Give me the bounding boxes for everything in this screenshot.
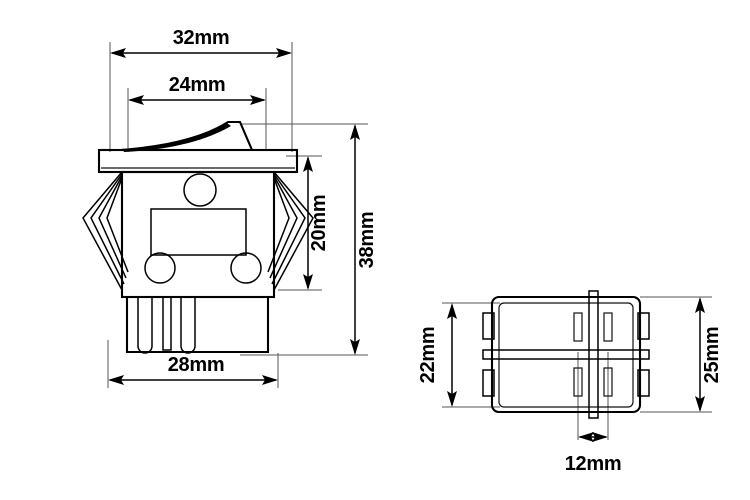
body-pad-top bbox=[183, 173, 217, 207]
mounting-clip-left bbox=[82, 171, 129, 291]
dimension-label-20mm: 20mm bbox=[308, 195, 330, 252]
dimension-label-12mm: 12mm bbox=[565, 453, 622, 475]
switch-body bbox=[120, 170, 276, 299]
dimension-28mm: 28mm bbox=[108, 354, 278, 385]
dimension-label-28mm: 28mm bbox=[168, 354, 225, 376]
dimension-label-25mm: 25mm bbox=[701, 327, 723, 384]
terminal-slot-bottom-left bbox=[573, 367, 583, 397]
bottom-view: 22mm 25mm 12mm bbox=[417, 290, 723, 475]
dimension-22mm: 22mm bbox=[417, 303, 457, 407]
mounting-clip-right bbox=[267, 171, 314, 291]
terminal-slot-top-right bbox=[603, 312, 613, 342]
terminal-slot-top-left bbox=[573, 312, 583, 342]
center-divider-vertical bbox=[588, 290, 599, 419]
dimension-label-32mm: 32mm bbox=[173, 27, 230, 49]
terminal-slot-bottom-right bbox=[603, 367, 613, 397]
rocker-actuator bbox=[120, 120, 254, 152]
extension-lines-24mm bbox=[127, 88, 267, 152]
mounting-tab-left-top bbox=[482, 312, 495, 340]
mounting-tab-right-bottom bbox=[637, 369, 650, 397]
body-window bbox=[150, 208, 247, 256]
dimension-24mm: 24mm bbox=[128, 74, 266, 105]
dimension-label-24mm: 24mm bbox=[169, 74, 226, 96]
mounting-tab-right-top bbox=[637, 312, 650, 340]
dimension-38mm: 38mm bbox=[350, 124, 378, 355]
terminal-housing bbox=[490, 295, 642, 414]
center-divider-horizontal bbox=[482, 349, 650, 360]
bezel-flange bbox=[97, 148, 299, 174]
front-view: 32mm 24mm 20mm 38mm bbox=[82, 27, 378, 388]
terminal-skirt bbox=[125, 297, 270, 354]
dimension-label-22mm: 22mm bbox=[417, 327, 439, 384]
dimension-20mm: 20mm bbox=[303, 156, 330, 290]
terminal-housing-inner bbox=[498, 302, 634, 408]
extension-lines-vertical bbox=[240, 123, 368, 356]
dimension-12mm: 12mm bbox=[565, 432, 622, 475]
extension-lines-32mm bbox=[109, 42, 293, 152]
body-pad-bottom-right bbox=[230, 252, 262, 284]
dimension-32mm: 32mm bbox=[110, 27, 292, 58]
body-pad-bottom-left bbox=[144, 252, 176, 284]
dimension-label-38mm: 38mm bbox=[356, 212, 378, 269]
terminal-pins bbox=[137, 297, 196, 354]
dimension-25mm: 25mm bbox=[695, 297, 723, 412]
mounting-tab-left-bottom bbox=[482, 369, 495, 397]
